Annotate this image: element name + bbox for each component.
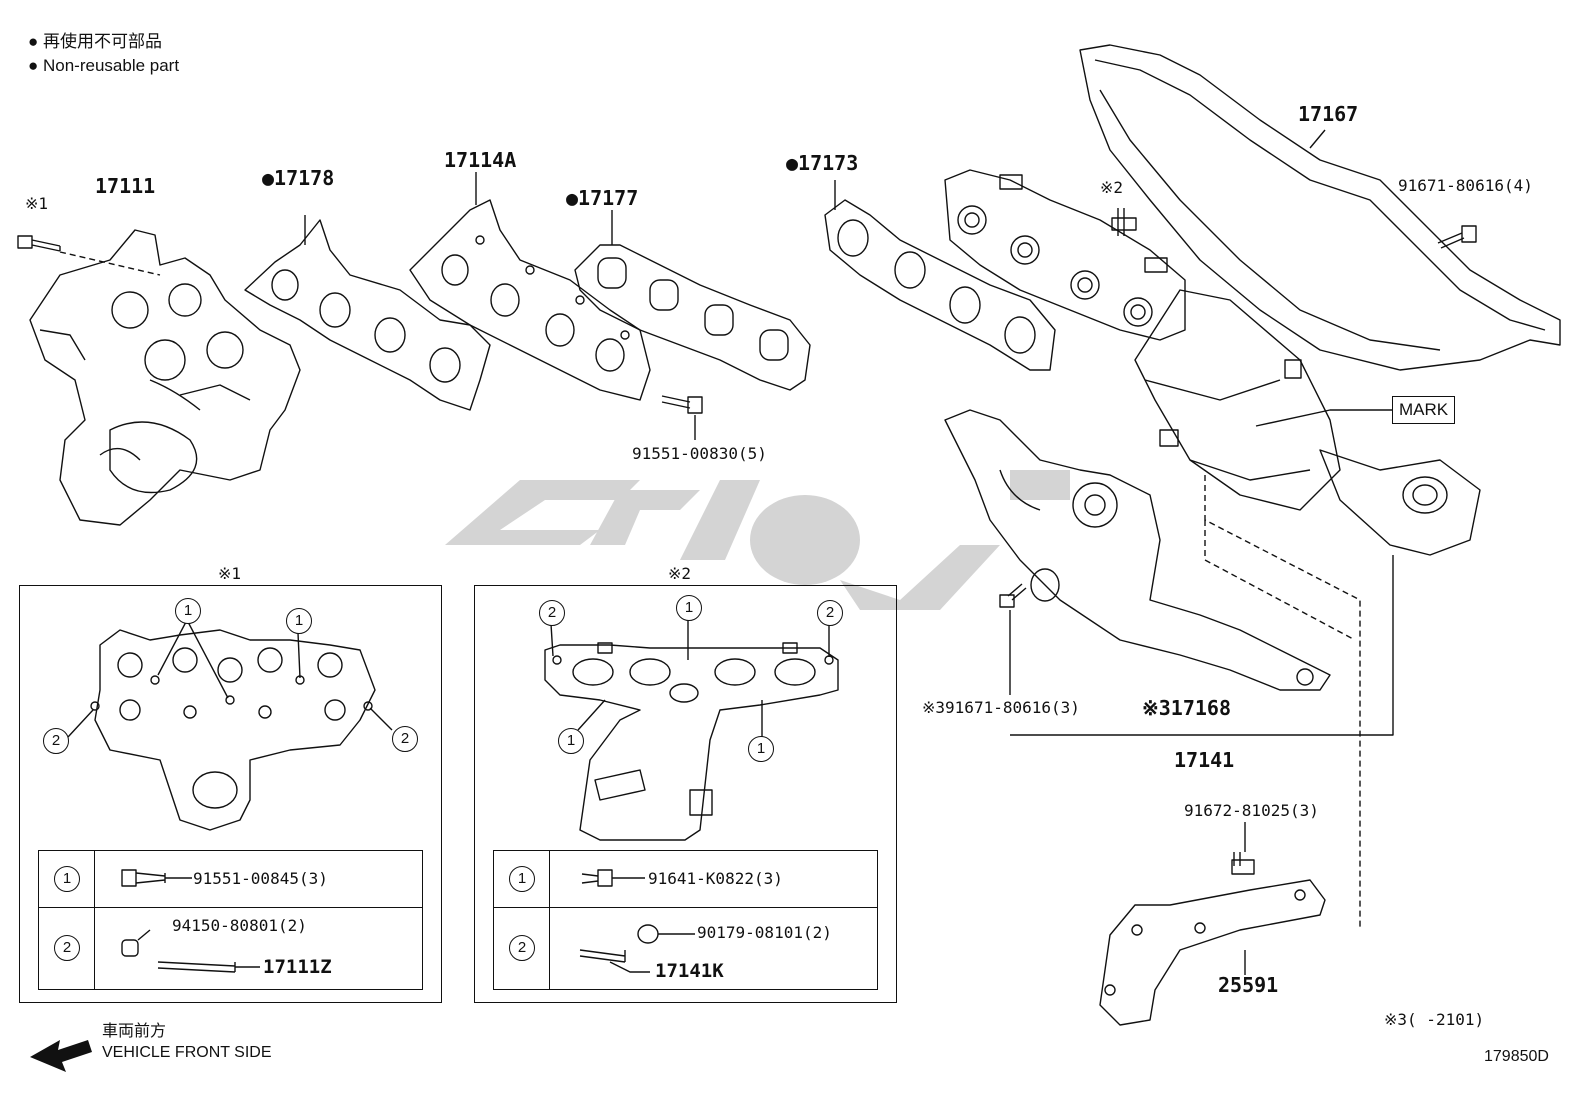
bolt-17111-icon [17, 235, 61, 252]
gasket-17178 [244, 219, 491, 411]
vehicle-front-label-jp: 車両前方 [102, 1023, 167, 1040]
table1-row2-part-b: 17111Z [263, 956, 332, 978]
table1-row1-index: 1 [54, 866, 80, 892]
table2-row2-index: 2 [509, 935, 535, 961]
callout-1: 1 [558, 728, 584, 754]
detail-box-ref2 [474, 585, 897, 1003]
table1-row2-index: 2 [54, 935, 80, 961]
vehicle-front-label-en: VEHICLE FRONT SIDE [102, 1044, 272, 1061]
table2-row2-part-a: 90179-08101(2) [697, 923, 832, 942]
ref-label-1-box: ※1 [218, 564, 242, 583]
heat-plate-17114a [409, 199, 651, 401]
vehicle-front-arrow-icon [30, 1040, 92, 1072]
bracket-25591 [1099, 879, 1326, 1026]
callout-2: 2 [817, 600, 843, 626]
heat-insulator-17167 [1079, 44, 1561, 371]
note-ref3: ※3( -2101) [1384, 1010, 1485, 1029]
legend-non-reusable-jp: ● 再使用不可部品 [28, 32, 162, 51]
part-label-91672-81025-3: 91672-81025(3) [1184, 801, 1319, 820]
part-label-17173: ●17173 [786, 151, 859, 175]
ref-label-2-top: ※2 [1100, 178, 1124, 197]
part-label-17177: ●17177 [566, 186, 639, 210]
callout-1: 1 [175, 598, 201, 624]
mark-label: MARK [1392, 396, 1456, 424]
ref-label-1-top: ※1 [25, 194, 49, 213]
part-label-91551-00830-5: 91551-00830(5) [632, 444, 767, 463]
watermark-logo [445, 470, 1070, 610]
part-label-91671-80616-3: ※391671-80616(3) [922, 698, 1080, 717]
gasket-17177 [574, 244, 811, 391]
detail-table-ref2 [493, 850, 878, 990]
part-label-17167: 17167 [1298, 102, 1359, 126]
table2-row2-part-b: 17141K [655, 960, 724, 982]
exhaust-manifold-17111 [29, 229, 301, 526]
part-label-17168: ※317168 [1142, 696, 1232, 720]
part-label-17141: 17141 [1174, 748, 1235, 772]
table1-bolt-icons [121, 869, 260, 973]
part-label-91671-80616-4: 91671-80616(4) [1398, 176, 1533, 195]
callout-2: 2 [539, 600, 565, 626]
callout-1: 1 [286, 608, 312, 634]
gasket-17173 [824, 199, 1056, 371]
part-label-17114a: 17114A [444, 148, 517, 172]
table1-row2-part-a: 94150-80801(2) [172, 916, 307, 935]
callout-1: 1 [676, 595, 702, 621]
ref-label-2-box: ※2 [668, 564, 692, 583]
part-label-25591: 25591 [1218, 973, 1279, 997]
callout-2: 2 [43, 728, 69, 754]
table1-row1-part: 91551-00845(3) [193, 869, 328, 888]
table2-bolt-icons [579, 869, 695, 973]
bolt-91671-80616-icon [1437, 225, 1477, 249]
bolt-ref2-icon [1111, 208, 1137, 236]
bolt-91671-80616-ref3-icon [999, 583, 1027, 608]
box2-manifold-detail [544, 642, 839, 841]
detail-box-ref1 [19, 585, 442, 1003]
part-label-17111: 17111 [95, 174, 156, 198]
callout-1: 1 [748, 736, 774, 762]
table2-row1-index: 1 [509, 866, 535, 892]
manifold-converter-17141 [944, 169, 1481, 556]
bolt-91672-81025-icon [1231, 852, 1255, 875]
heat-insulator-17168 [944, 409, 1331, 691]
diagram-id: 179850D [1484, 1048, 1549, 1065]
legend-non-reusable-en: ● Non-reusable part [28, 56, 180, 75]
bolt-91551-00830-icon [661, 395, 703, 414]
table2-row1-part: 91641-K0822(3) [648, 869, 783, 888]
detail-table-ref1 [38, 850, 423, 990]
part-label-17178: ●17178 [262, 166, 335, 190]
callout-2: 2 [392, 726, 418, 752]
